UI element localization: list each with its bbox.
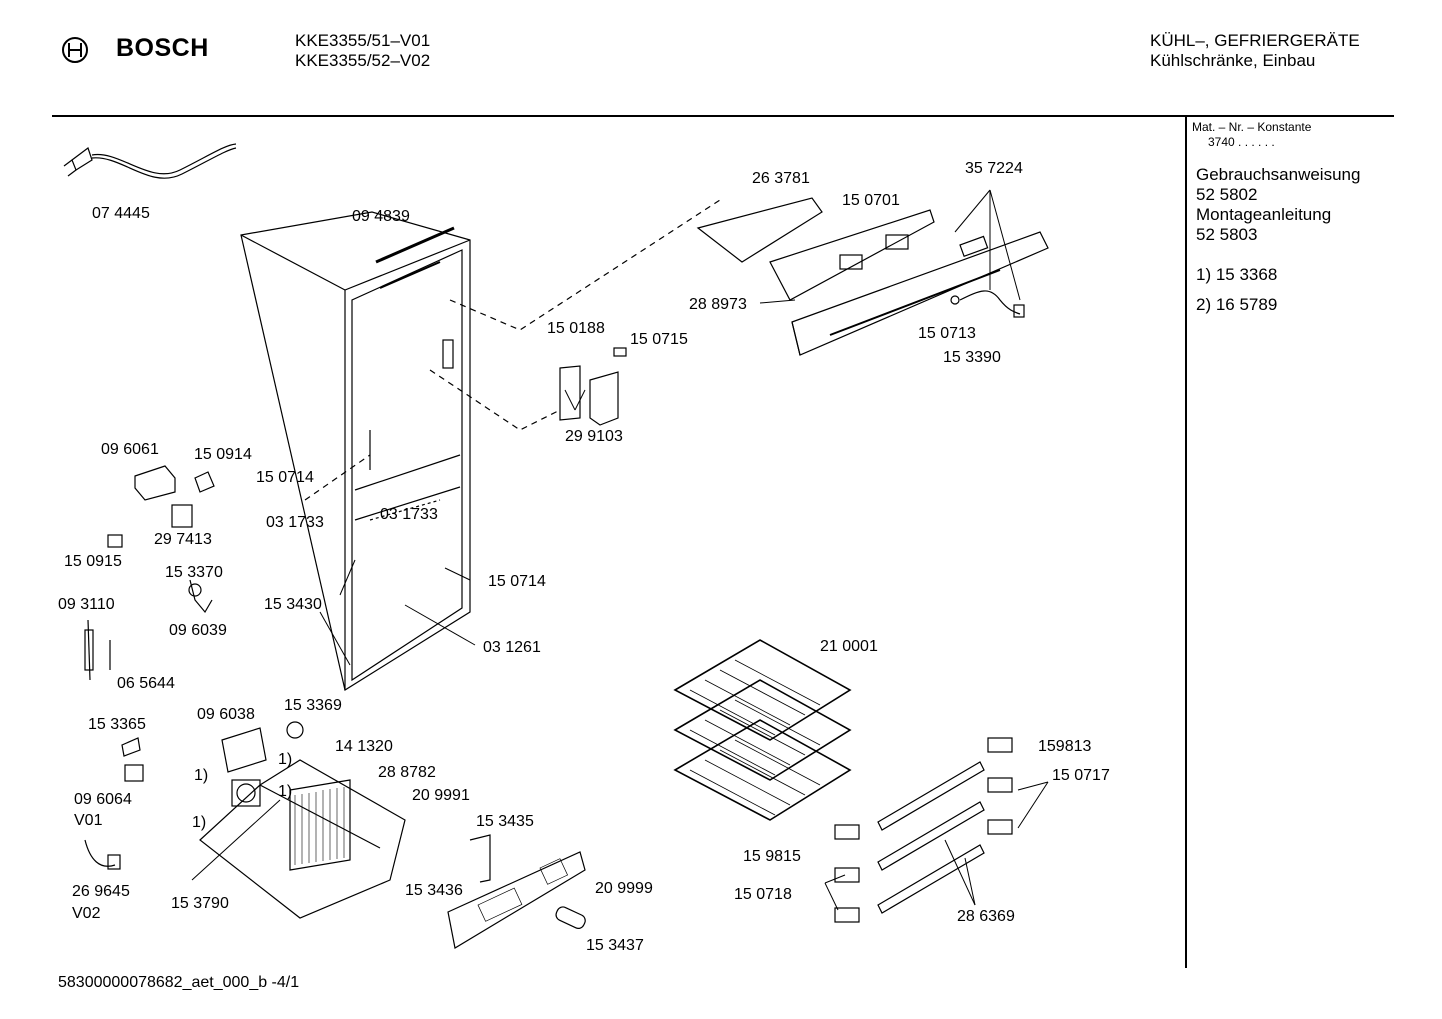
- doc-entry: 52 5803: [1196, 225, 1258, 244]
- power-cord: [63, 143, 237, 179]
- part-label: 15 3435: [476, 813, 534, 830]
- part-label: 09 6061: [101, 441, 159, 458]
- control-panel-housing: [791, 231, 1049, 356]
- mat-nr-value: 3740 . . . . . .: [1208, 135, 1275, 149]
- sensor-cable: [950, 290, 1025, 318]
- part-label: 09 4839: [352, 208, 410, 225]
- part-label: 28 8973: [689, 296, 747, 313]
- part-label: 159813: [1038, 738, 1092, 755]
- part-label: 09 6064: [74, 791, 132, 808]
- part-label: 15 3390: [943, 349, 1001, 366]
- part-label: V02: [72, 905, 101, 922]
- wire-shelves: [673, 639, 852, 821]
- shelf-supports: [834, 737, 1013, 923]
- part-label: 20 9999: [595, 880, 653, 897]
- mat-nr-label: Mat. – Nr. – Konstante: [1192, 120, 1312, 134]
- part-label: 15 0717: [1052, 767, 1110, 784]
- category-line: KÜHL–, GEFRIERGERÄTE: [1150, 31, 1360, 50]
- part-label: 06 5644: [117, 675, 175, 692]
- lamp-holder: [559, 347, 627, 426]
- category-line: Kühlschränke, Einbau: [1150, 51, 1316, 70]
- part-label: 1): [192, 814, 207, 831]
- document-list: Gebrauchsanweisung 52 5802 Montageanleit…: [1196, 165, 1360, 245]
- bosch-armature-icon: [62, 37, 88, 63]
- part-label: 29 7413: [154, 531, 212, 548]
- part-label: 21 0001: [820, 638, 878, 655]
- part-label: 15 0714: [488, 573, 546, 590]
- part-label: 28 6369: [957, 908, 1015, 925]
- part-label: V01: [74, 812, 103, 829]
- part-label: 03 1261: [483, 639, 541, 656]
- hinge-parts: [84, 737, 144, 870]
- model-numbers: KKE3355/51–V01 KKE3355/52–V02: [295, 31, 430, 71]
- part-label: 35 7224: [965, 160, 1023, 177]
- shelf-rails: [877, 761, 985, 914]
- part-label: 07 4445: [92, 205, 150, 222]
- cabinet-body: [240, 211, 471, 691]
- control-pcb: [696, 197, 935, 301]
- part-label: 15 0714: [256, 469, 314, 486]
- part-label: 15 3369: [284, 697, 342, 714]
- dashed-leaders: [304, 199, 721, 501]
- model-number: KKE3355/51–V01: [295, 31, 431, 50]
- part-label: 15 0701: [842, 192, 900, 209]
- part-label: 1): [194, 767, 209, 784]
- doc-entry: Montageanleitung: [1196, 205, 1332, 224]
- part-label: 15 3437: [586, 937, 644, 954]
- part-label: 15 0713: [918, 325, 976, 342]
- part-label: 15 3365: [88, 716, 146, 733]
- part-label: 26 3781: [752, 170, 810, 187]
- part-label: 15 0715: [630, 331, 688, 348]
- category-title: KÜHL–, GEFRIERGERÄTE Kühlschränke, Einba…: [1150, 31, 1360, 71]
- doc-entry: 52 5802: [1196, 185, 1258, 204]
- footnote-1: 1) 15 3368: [1196, 265, 1278, 284]
- part-label: 15 0914: [194, 446, 252, 463]
- vent-grille: [447, 834, 586, 949]
- part-label: 28 8782: [378, 764, 436, 781]
- part-label: 03 1733: [380, 506, 438, 523]
- part-label: 15 3790: [171, 895, 229, 912]
- footnote-2: 2) 16 5789: [1196, 295, 1278, 314]
- part-label: 15 9815: [743, 848, 801, 865]
- compressor-tray: [199, 721, 406, 919]
- doc-entry: Gebrauchsanweisung: [1196, 165, 1361, 184]
- part-label: 15 3436: [405, 882, 463, 899]
- temperature-probe: [84, 619, 111, 681]
- part-label: 20 9991: [412, 787, 470, 804]
- solid-leaders: [191, 189, 1049, 911]
- part-label: 15 0718: [734, 886, 792, 903]
- part-label: 15 3370: [165, 564, 223, 581]
- part-label: 29 9103: [565, 428, 623, 445]
- part-label: 09 3110: [58, 596, 115, 613]
- part-label: 03 1733: [266, 514, 324, 531]
- part-label: 1): [278, 783, 293, 800]
- thermostat-parts: [107, 465, 215, 614]
- document-id: 58300000078682_aet_000_b -4/1: [58, 974, 300, 991]
- part-label: 15 0915: [64, 553, 122, 570]
- part-label: 14 1320: [335, 738, 393, 755]
- part-label: 1): [278, 751, 293, 768]
- part-label: 09 6039: [169, 622, 227, 639]
- part-label: 15 0188: [547, 320, 605, 337]
- part-label: 09 6038: [197, 706, 255, 723]
- model-number: KKE3355/52–V02: [295, 51, 431, 70]
- brand-name: BOSCH: [116, 34, 209, 62]
- part-label: 26 9645: [72, 883, 130, 900]
- part-label: 15 3430: [264, 596, 322, 613]
